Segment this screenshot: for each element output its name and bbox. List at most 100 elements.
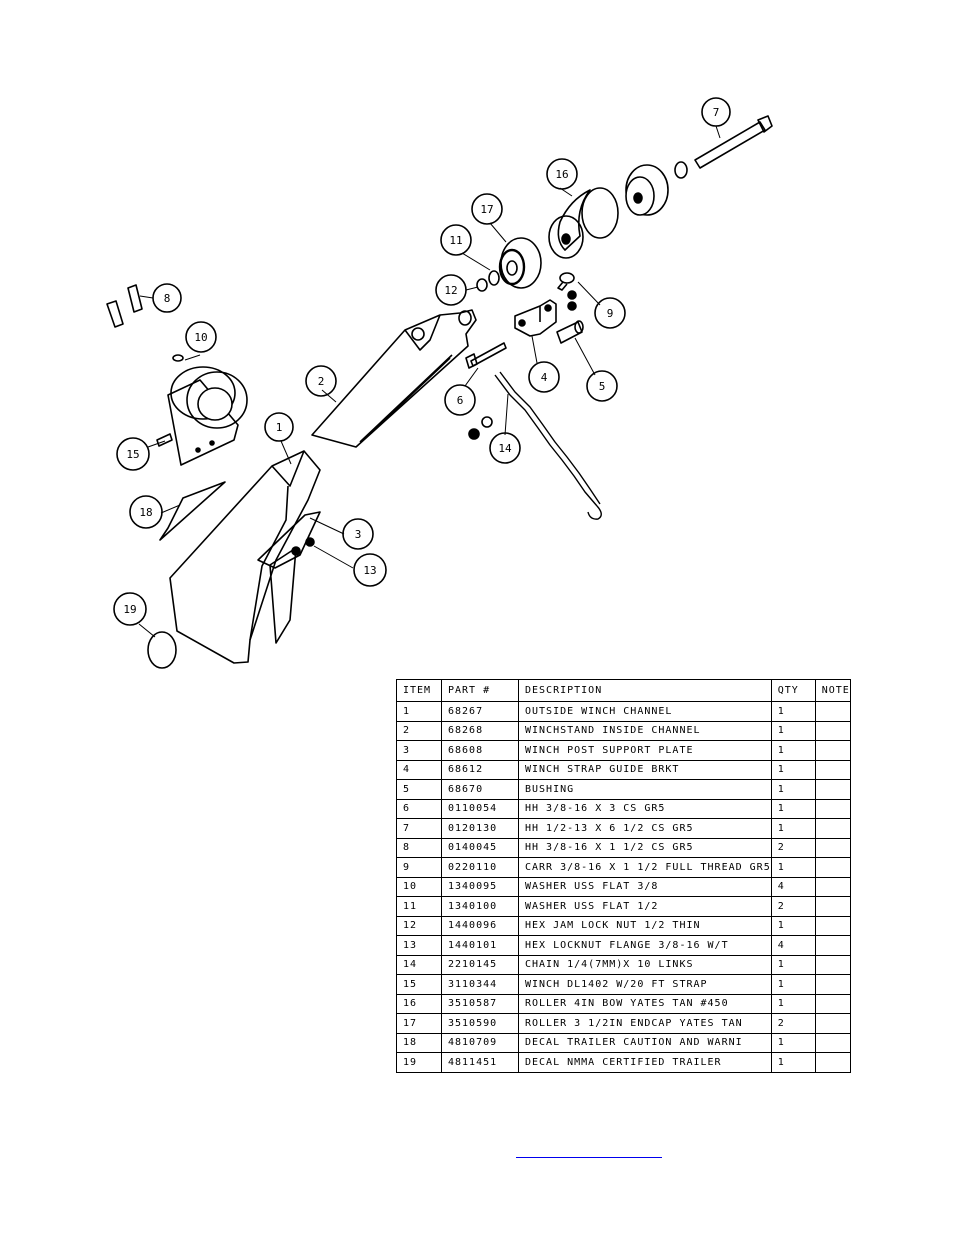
cell-note — [814, 818, 851, 839]
balloon-7: 7 — [701, 97, 731, 127]
cell-description: ROLLER 4IN BOW YATES TAN #450 — [518, 993, 772, 1014]
cell-note — [814, 954, 851, 975]
header-qty: QTY — [770, 679, 816, 702]
cell-item: 15 — [396, 974, 442, 995]
header-note: NOTE — [814, 679, 851, 702]
cell-description: WINCH STRAP GUIDE BRKT — [518, 759, 772, 780]
part-1-outside-channel — [169, 450, 321, 664]
balloon-2: 2 — [305, 365, 337, 397]
part-13-locknut-d — [291, 546, 301, 556]
cell-qty: 1 — [770, 740, 816, 761]
svg-text:7: 7 — [713, 106, 720, 119]
balloon-5: 5 — [586, 370, 618, 402]
cell-qty: 1 — [770, 701, 816, 722]
part-2-inside-channel — [311, 309, 477, 448]
svg-text:5: 5 — [599, 380, 606, 393]
cell-description: ROLLER 3 1/2IN ENDCAP YATES TAN — [518, 1013, 772, 1034]
cell-item: 14 — [396, 954, 442, 975]
cell-part-number: 68608 — [441, 740, 519, 761]
cell-qty: 1 — [770, 954, 816, 975]
cell-qty: 2 — [770, 837, 816, 858]
svg-text:14: 14 — [498, 442, 512, 455]
svg-text:13: 13 — [363, 564, 376, 577]
cell-item: 4 — [396, 759, 442, 780]
svg-text:2: 2 — [318, 375, 325, 388]
balloon-19: 19 — [113, 592, 147, 626]
cell-qty: 1 — [770, 974, 816, 995]
svg-text:17: 17 — [480, 203, 493, 216]
part-10-washer — [172, 354, 184, 362]
cell-description: WASHER USS FLAT 1/2 — [518, 896, 772, 917]
part-6-bolt — [465, 342, 507, 369]
cell-description: CARR 3/8-16 X 1 1/2 FULL THREAD GR5 — [518, 857, 772, 878]
cell-qty: 1 — [770, 720, 816, 741]
cell-note — [814, 896, 851, 917]
svg-text:4: 4 — [541, 371, 548, 384]
balloon-8: 8 — [152, 283, 182, 313]
cell-item: 12 — [396, 915, 442, 936]
cell-description: WINCHSTAND INSIDE CHANNEL — [518, 720, 772, 741]
balloon-6: 6 — [444, 384, 476, 416]
cell-note — [814, 701, 851, 722]
svg-text:12: 12 — [444, 284, 457, 297]
balloon-16: 16 — [546, 158, 578, 190]
cell-qty: 1 — [770, 818, 816, 839]
cell-part-number: 0110054 — [441, 798, 519, 819]
cell-description: WINCH POST SUPPORT PLATE — [518, 740, 772, 761]
cell-description: BUSHING — [518, 779, 772, 800]
cell-qty: 2 — [770, 896, 816, 917]
part-washer-7 — [674, 161, 688, 179]
cell-note — [814, 857, 851, 878]
part-13-locknut-a — [481, 416, 493, 428]
part-9-carriage-bolt — [557, 272, 575, 291]
leader-lines — [138, 125, 721, 638]
part-7-bolt — [694, 115, 773, 169]
cell-note — [814, 740, 851, 761]
table-header-row: ITEM PART # DESCRIPTION QTY NOTE — [396, 679, 851, 702]
balloon-11: 11 — [440, 224, 472, 256]
part-13-locknut-b — [468, 428, 480, 440]
cell-part-number: 1340095 — [441, 876, 519, 897]
cell-part-number: 3510587 — [441, 993, 519, 1014]
cell-note — [814, 1052, 851, 1073]
cell-qty: 1 — [770, 857, 816, 878]
balloon-4: 4 — [528, 361, 560, 393]
cell-description: HH 1/2-13 X 6 1/2 CS GR5 — [518, 818, 772, 839]
cell-description: WASHER USS FLAT 3/8 — [518, 876, 772, 897]
cell-part-number: 68612 — [441, 759, 519, 780]
part-4-strap-guide-bracket — [514, 299, 557, 337]
cell-item: 18 — [396, 1032, 442, 1053]
cell-part-number: 1440096 — [441, 915, 519, 936]
cell-item: 7 — [396, 818, 442, 839]
balloon-15: 15 — [116, 437, 150, 471]
cell-item: 9 — [396, 857, 442, 878]
cell-description: DECAL NMMA CERTIFIED TRAILER — [518, 1052, 772, 1073]
cell-note — [814, 798, 851, 819]
part-3-support-plate — [257, 511, 321, 644]
cell-qty: 1 — [770, 798, 816, 819]
balloon-9: 9 — [594, 297, 626, 329]
cell-qty: 2 — [770, 1013, 816, 1034]
cell-part-number: 3510590 — [441, 1013, 519, 1034]
cell-part-number: 68268 — [441, 720, 519, 741]
cell-item: 6 — [396, 798, 442, 819]
cell-note — [814, 993, 851, 1014]
cell-item: 11 — [396, 896, 442, 917]
balloon-13: 13 — [353, 553, 387, 587]
balloon-17: 17 — [471, 193, 503, 225]
link-underline[interactable] — [516, 1157, 662, 1158]
balloon-12: 12 — [435, 274, 467, 306]
